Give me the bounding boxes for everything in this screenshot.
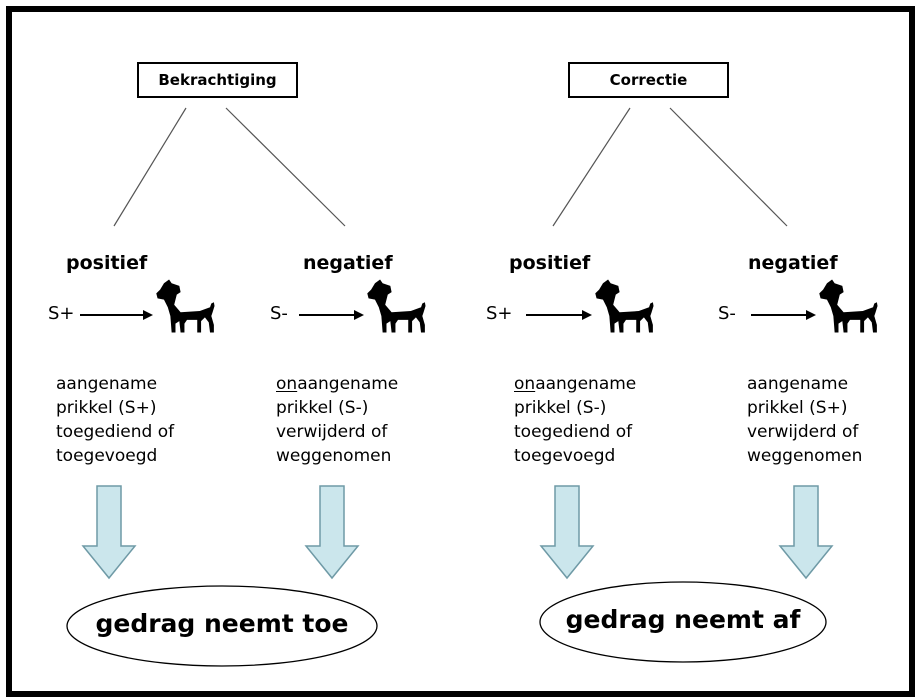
connector-line <box>669 107 788 227</box>
connector-line <box>225 107 346 227</box>
category-box-correctie: Correctie <box>568 62 729 98</box>
description-line: weggenomen <box>747 446 863 466</box>
description-line: toegevoegd <box>514 446 616 466</box>
description-line: prikkel (S-) <box>514 398 607 418</box>
description-line: toegevoegd <box>56 446 158 466</box>
branch-type-label: negatief <box>303 252 393 274</box>
dog-icon <box>819 279 878 333</box>
stimulus-label: S+ <box>486 303 513 324</box>
arrow-right-icon <box>526 310 592 320</box>
arrow-down-icon <box>539 485 595 580</box>
description-line: verwijderd of <box>276 422 388 442</box>
description-line: prikkel (S+) <box>56 398 157 418</box>
prefix-underlined: on <box>514 374 536 394</box>
branch-type-label: positief <box>509 252 591 274</box>
description-line: verwijderd of <box>747 422 859 442</box>
category-box-bekrachtiging: Bekrachtiging <box>137 62 298 98</box>
branch-description: onaangename prikkel (S-) toegediend of t… <box>514 372 636 468</box>
connector-line <box>113 107 187 227</box>
result-ellipse <box>66 585 378 667</box>
arrow-right-icon <box>751 310 816 320</box>
stimulus-label: S- <box>718 303 736 324</box>
description-line: prikkel (S+) <box>747 398 848 418</box>
stimulus-label: S- <box>270 303 288 324</box>
description-line: toegediend of <box>514 422 633 442</box>
branch-type-label: positief <box>66 252 148 274</box>
branch-description: onaangename prikkel (S-) verwijderd of w… <box>276 372 398 468</box>
dog-icon <box>156 279 215 333</box>
arrow-right-icon <box>80 310 153 320</box>
description-line: toegediend of <box>56 422 175 442</box>
arrow-down-icon <box>304 485 360 580</box>
branch-description: aangename prikkel (S+) verwijderd of weg… <box>747 372 862 468</box>
result-ellipse <box>539 581 827 663</box>
result-text: gedrag neemt toe <box>95 609 349 638</box>
description-line: aangename <box>56 374 158 394</box>
dog-icon <box>367 279 426 333</box>
stimulus-label: S+ <box>48 303 75 324</box>
description-line: aangename <box>535 374 637 394</box>
result-text: gedrag neemt af <box>565 605 801 634</box>
arrow-down-icon <box>81 485 137 580</box>
branch-type-label: negatief <box>748 252 838 274</box>
description-line: weggenomen <box>276 446 392 466</box>
description-line: prikkel (S-) <box>276 398 369 418</box>
arrow-down-icon <box>778 485 834 580</box>
connector-line <box>552 107 631 227</box>
description-line: aangename <box>297 374 399 394</box>
prefix-underlined: on <box>276 374 298 394</box>
arrow-right-icon <box>299 310 364 320</box>
description-line: aangename <box>747 374 849 394</box>
branch-description: aangename prikkel (S+) toegediend of toe… <box>56 372 174 468</box>
dog-icon <box>595 279 654 333</box>
